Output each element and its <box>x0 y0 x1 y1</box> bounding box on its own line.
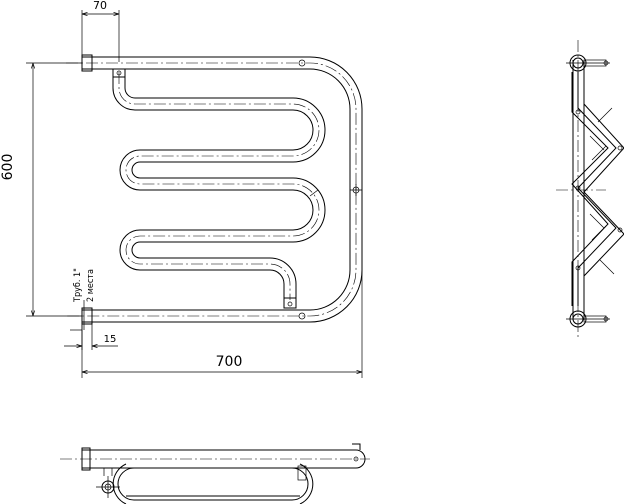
dimension-width: 700 <box>81 270 363 378</box>
dimension-height: 600 <box>0 62 82 317</box>
dimension-top-offset: 70 <box>81 0 120 62</box>
dimension-height-label: 600 <box>0 154 16 181</box>
dimension-width-label: 700 <box>216 354 243 370</box>
dimension-bottom-offset-label: 15 <box>104 334 117 345</box>
front-view: 70 600 700 15 Труб. 1" <box>0 0 363 378</box>
dimension-top-offset-label: 70 <box>93 0 107 12</box>
dimension-bottom-offset: 15 <box>64 324 118 350</box>
pipe-note: Труб. 1" 2 места <box>72 268 96 330</box>
top-view <box>60 443 370 504</box>
side-view <box>556 40 624 340</box>
pipe-note-line2: 2 места <box>86 269 96 302</box>
pipe-note-line1: Труб. 1" <box>72 268 83 303</box>
serpentine-coil <box>112 68 326 309</box>
